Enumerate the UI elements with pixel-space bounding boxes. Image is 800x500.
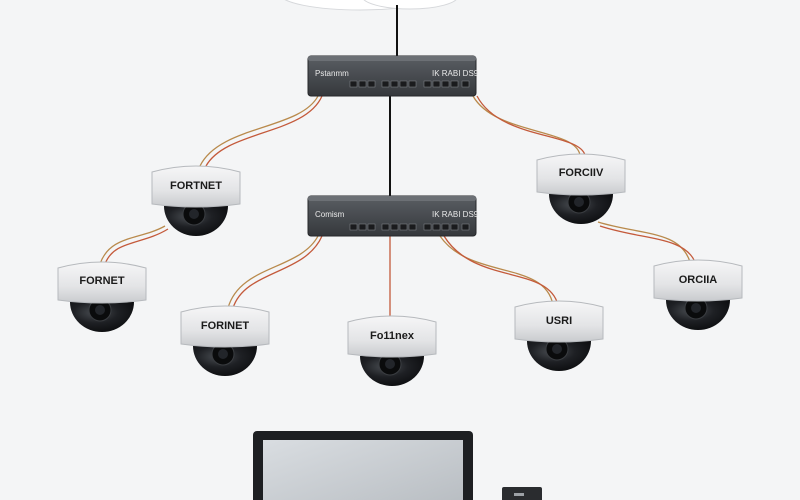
monitor-icon <box>253 431 473 500</box>
cable <box>599 225 696 263</box>
camera-label: ORCIIA <box>679 274 718 286</box>
cable <box>199 95 319 167</box>
cable <box>597 221 691 263</box>
cable <box>104 228 169 265</box>
camera-usri: USRI <box>514 300 604 371</box>
cable <box>205 95 323 167</box>
switch-brand-label: Comism <box>315 210 345 219</box>
camera-fornet: FORNET <box>57 261 147 332</box>
camera-label: FORCIIV <box>559 167 604 179</box>
switch-brand-label: Pstanmm <box>315 69 349 78</box>
camera-forinet: FORINET <box>180 305 270 376</box>
camera-forciiv: FORCIIV <box>536 153 626 224</box>
camera-orciia: ORCIIA <box>653 259 743 330</box>
cable <box>99 225 166 265</box>
camera-label: Fo11nex <box>370 330 415 342</box>
network-switch-top: Pstanmm IK RABI DS9 <box>307 55 479 97</box>
cable <box>476 95 586 156</box>
cable <box>232 235 323 309</box>
camera-label: USRI <box>546 315 572 327</box>
switch-model-label: IK RABI DS9 <box>432 69 479 78</box>
camera-label: FORTNET <box>170 180 222 192</box>
network-switch-mid: Comism IK RABI DS9 <box>307 195 479 237</box>
camera-label: FORNET <box>79 275 125 287</box>
switch-ports <box>349 223 470 231</box>
camera-fo11nex: Fo11nex <box>347 315 437 386</box>
switch-ports <box>349 80 470 88</box>
camera-fortnet: FORTNET <box>151 165 241 236</box>
cable <box>227 235 319 309</box>
nvr-icon <box>502 487 542 500</box>
cable <box>472 95 581 156</box>
cloud-icon <box>284 0 457 11</box>
cable <box>439 235 554 306</box>
switch-model-label: IK RABI DS9 <box>432 210 479 219</box>
camera-label: FORINET <box>201 320 250 332</box>
cable <box>443 235 559 306</box>
cable-group <box>99 95 696 318</box>
